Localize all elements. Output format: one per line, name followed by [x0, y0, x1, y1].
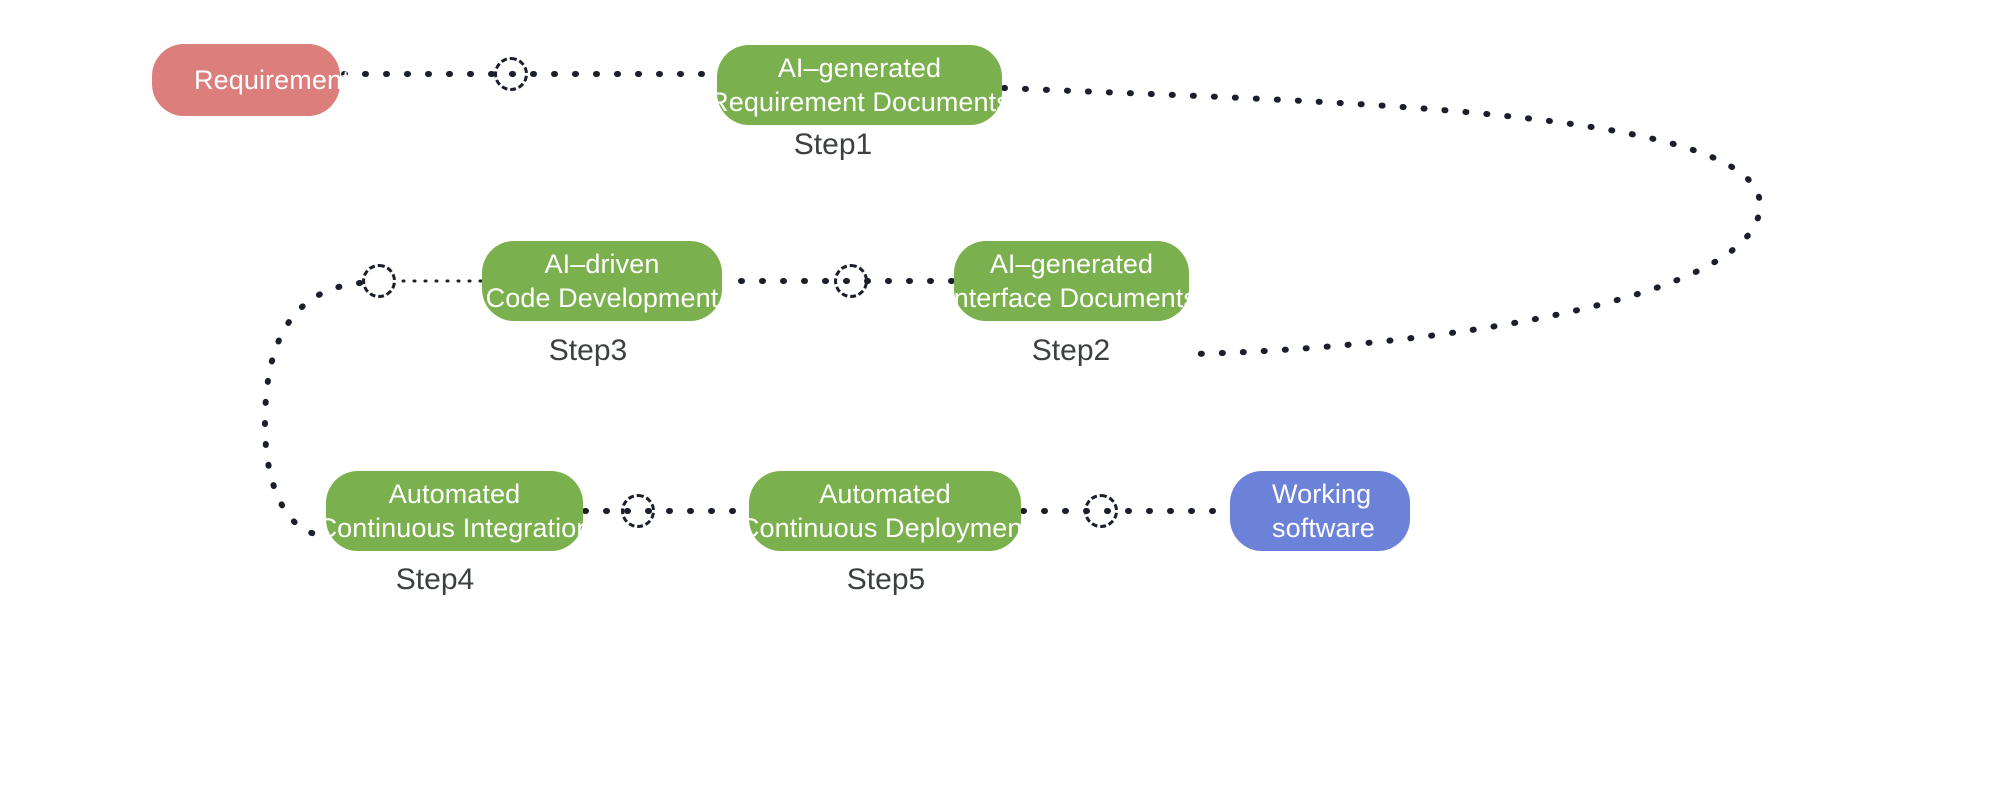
- node-ai-generated-requirement-documents[interactable]: AI–generated Requirement Documents: [709, 45, 1010, 125]
- step-label-step5: Step5: [846, 563, 926, 596]
- node-requirements[interactable]: Requirements: [152, 44, 363, 116]
- node-line-2: Interface Documents: [945, 283, 1198, 313]
- node-line-1: AI–generated: [989, 249, 1154, 279]
- node-requirements-line-1: Requirements: [194, 65, 364, 95]
- node-line-1: AI–generated: [777, 53, 942, 83]
- node-line-2: Continuous Integration: [317, 513, 592, 543]
- marker-step3-to-step2-circle-icon: [834, 264, 868, 298]
- node-line-1: AI–driven: [544, 249, 660, 279]
- edge-step1-to-step2: [1001, 85, 1764, 357]
- node-line-2: software: [1272, 513, 1375, 543]
- marker-step3-inbound-circle-icon: [362, 264, 396, 298]
- node-line-1: Automated: [819, 479, 951, 509]
- marker-step5-to-working-software-circle-icon: [1084, 494, 1118, 528]
- node-line-2: Code Development: [485, 283, 719, 313]
- node-working-software[interactable]: Working software: [1230, 471, 1410, 551]
- marker-requirements-to-step1-circle-icon: [494, 57, 528, 91]
- node-automated-continuous-integration[interactable]: Automated Continuous Integration: [318, 471, 591, 551]
- node-line-1: Working: [1272, 479, 1372, 509]
- step-label-step4: Step4: [395, 563, 475, 596]
- node-line-2: Continuous Deployment: [739, 513, 1031, 543]
- node-line-1: Automated: [388, 479, 521, 509]
- node-automated-continuous-deployment[interactable]: Automated Continuous Deployment: [740, 471, 1030, 551]
- node-ai-driven-code-development[interactable]: AI–driven Code Development: [482, 241, 722, 321]
- node-line-2: Requirement Documents: [709, 87, 1010, 117]
- node-ai-generated-interface-documents[interactable]: AI–generated Interface Documents: [946, 241, 1197, 321]
- step-label-step2: Step2: [1031, 334, 1111, 367]
- step-label-step1: Step1: [793, 128, 873, 161]
- step-label-step3: Step3: [548, 334, 628, 367]
- marker-step4-to-step5-circle-icon: [621, 494, 655, 528]
